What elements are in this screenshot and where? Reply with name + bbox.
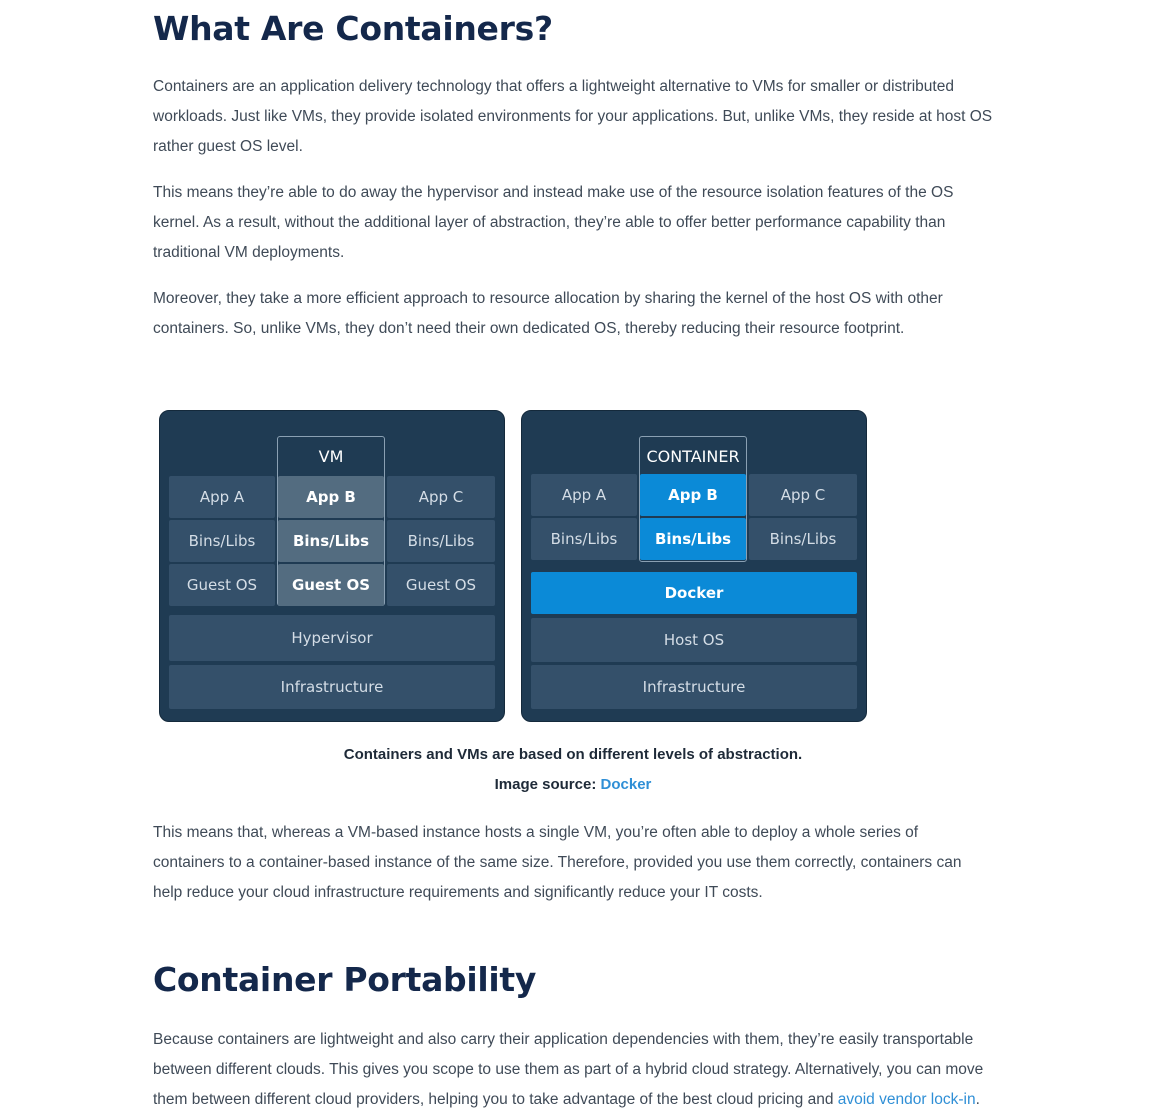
paragraph: This means that, whereas a VM-based inst… bbox=[153, 824, 962, 901]
vm-label: VM bbox=[318, 446, 344, 466]
paragraph: Containers are an application delivery t… bbox=[153, 78, 993, 155]
section-heading-portability: Container Portability bbox=[153, 960, 537, 999]
paragraph: Moreover, they take a more efficient app… bbox=[153, 290, 943, 337]
paragraph-text: Because containers are lightweight and a… bbox=[153, 1031, 984, 1108]
vm-app-a: App A bbox=[169, 476, 275, 518]
container-app-a: App A bbox=[531, 474, 637, 516]
paragraph-end: . bbox=[975, 1091, 980, 1108]
image-source: Image source: Docker bbox=[153, 776, 993, 793]
vm-infrastructure: Infrastructure bbox=[169, 665, 495, 709]
container-bins-a: Bins/Libs bbox=[531, 518, 637, 560]
vm-bins-a: Bins/Libs bbox=[169, 520, 275, 562]
container-bins-c: Bins/Libs bbox=[749, 518, 857, 560]
container-panel: CONTAINER App A App B App C Bins/Libs Bi… bbox=[521, 410, 867, 722]
section-heading-containers: What Are Containers? bbox=[153, 9, 553, 48]
container-app-b: App B bbox=[640, 474, 746, 516]
container-bins-b: Bins/Libs bbox=[640, 518, 746, 560]
vm-bins-b: Bins/Libs bbox=[278, 520, 384, 562]
container-docker: Docker bbox=[531, 572, 857, 614]
vm-app-c: App C bbox=[387, 476, 495, 518]
container-infrastructure: Infrastructure bbox=[531, 665, 857, 709]
vm-guest-os-a: Guest OS bbox=[169, 564, 275, 606]
vm-bins-c: Bins/Libs bbox=[387, 520, 495, 562]
vm-hypervisor: Hypervisor bbox=[169, 615, 495, 661]
image-source-label: Image source: bbox=[494, 776, 597, 793]
container-highlight-frame bbox=[639, 436, 747, 562]
vm-vs-container-diagram: VM App A App B App C Bins/Libs Bins/Libs… bbox=[159, 410, 869, 722]
figure-caption: Containers and VMs are based on differen… bbox=[343, 746, 803, 763]
vm-guest-os-c: Guest OS bbox=[387, 564, 495, 606]
paragraph: This means they’re able to do away the h… bbox=[153, 184, 954, 261]
paragraph: Because containers are lightweight and a… bbox=[153, 1025, 993, 1115]
container-host-os: Host OS bbox=[531, 618, 857, 662]
container-app-c: App C bbox=[749, 474, 857, 516]
vm-guest-os-b: Guest OS bbox=[278, 564, 384, 606]
vm-panel: VM App A App B App C Bins/Libs Bins/Libs… bbox=[159, 410, 505, 722]
link-docker[interactable]: Docker bbox=[600, 776, 652, 793]
link-avoid-vendor-lock-in[interactable]: avoid vendor lock-in bbox=[837, 1091, 976, 1108]
vm-app-b: App B bbox=[278, 476, 384, 518]
container-label: CONTAINER bbox=[646, 446, 740, 466]
